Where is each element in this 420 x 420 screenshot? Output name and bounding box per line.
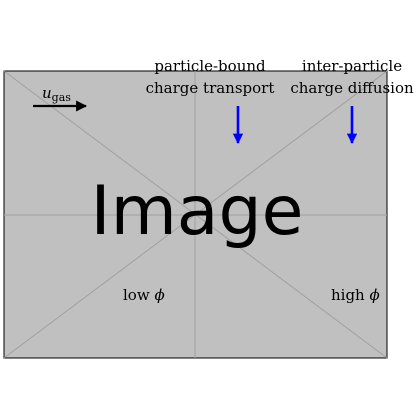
high-phi-label: high ϕ — [331, 288, 380, 303]
high-phi-text: high — [331, 286, 365, 304]
inter-particle-label-line1: inter-particle — [301, 57, 403, 75]
inter-particle-label-line2: charge diffusion — [290, 79, 414, 97]
low-phi-symbol: ϕ — [154, 286, 165, 304]
low-phi-text: low — [123, 286, 150, 304]
u-gas-subscript: gas — [51, 91, 71, 104]
low-phi-label: low ϕ — [123, 288, 165, 303]
u-gas-symbol: u — [42, 84, 52, 102]
high-phi-symbol: ϕ — [369, 286, 380, 304]
particle-bound-label-line1: particle-bound — [154, 57, 266, 75]
u-gas-label: ugas — [42, 84, 71, 104]
particle-bound-label-line2: charge transport — [145, 79, 275, 97]
placeholder-text: Image — [90, 172, 304, 251]
